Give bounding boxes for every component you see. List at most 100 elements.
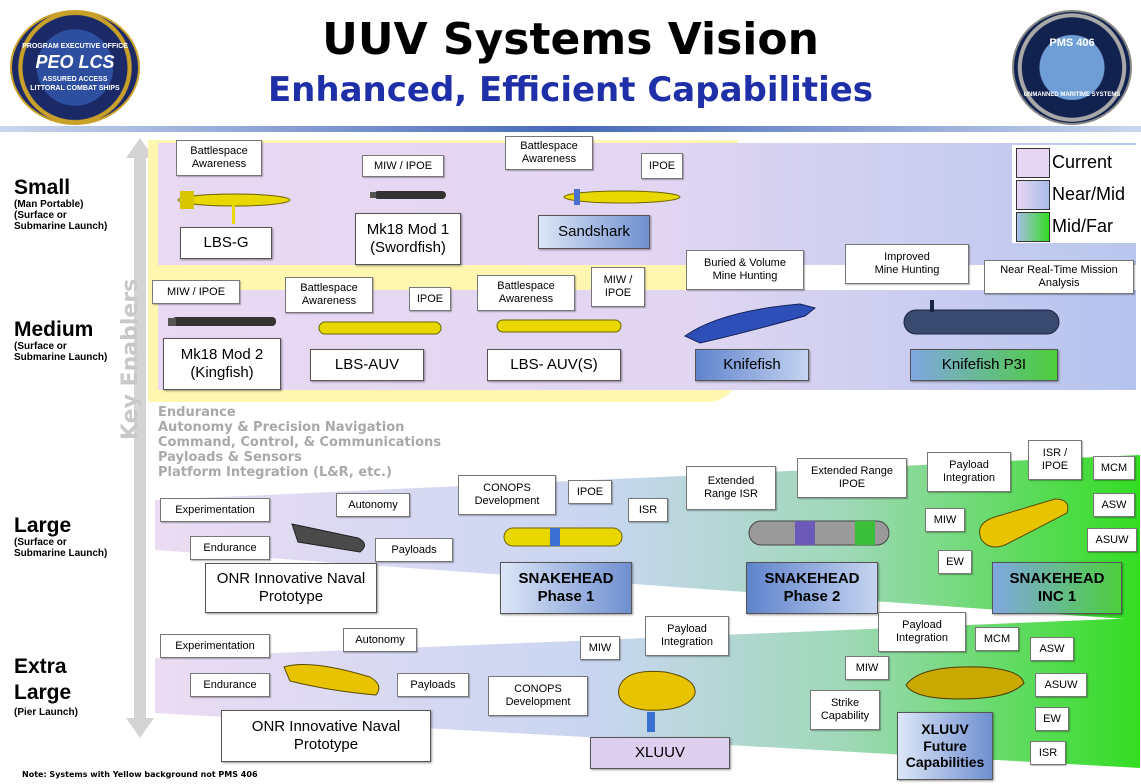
row-name: Extra Large bbox=[14, 655, 72, 705]
cap-box: Extended Range ISR bbox=[686, 466, 776, 510]
cap-box: Extended Range IPOE bbox=[797, 458, 907, 498]
cap-box: Payload Integration bbox=[645, 616, 729, 656]
logo-text: UNMANNED MARITIME SYSTEMS bbox=[1023, 92, 1121, 99]
cap-box: ISR / IPOE bbox=[1028, 440, 1082, 480]
vehicle-label-lbs-g: LBS-G bbox=[180, 227, 272, 259]
row-name: Medium bbox=[14, 318, 94, 341]
pms-406-logo: PMS 406 UNMANNED MARITIME SYSTEMS bbox=[1012, 10, 1132, 125]
enabler-item: Platform Integration (L&R, etc.) bbox=[158, 465, 392, 480]
snakehead-ph1-vehicle-icon bbox=[503, 527, 623, 547]
snakehead-inc1-vehicle-icon bbox=[979, 498, 1069, 548]
cap-box: EW bbox=[1035, 707, 1069, 731]
cap-box: Experimentation bbox=[160, 498, 270, 522]
cap-box: Endurance bbox=[190, 536, 270, 560]
snakehead-ph2-vehicle-icon bbox=[748, 520, 890, 546]
legend-label-near-mid: Near/Mid bbox=[1052, 184, 1126, 204]
vehicle-label-xluuv: XLUUV bbox=[590, 737, 730, 769]
vehicle-label-sandshark: Sandshark bbox=[538, 215, 650, 249]
xluuv-vehicle-icon bbox=[618, 670, 696, 732]
vehicle-label-snakehead-inc1: SNAKEHEAD INC 1 bbox=[992, 562, 1122, 614]
legend-label-mid-far: Mid/Far bbox=[1052, 216, 1114, 236]
cap-box: Autonomy bbox=[343, 628, 417, 652]
cap-box: MCM bbox=[975, 627, 1019, 651]
onr-inp-xl-vehicle-icon bbox=[283, 664, 380, 696]
enabler-item: Command, Control, & Communications bbox=[158, 435, 442, 450]
row-label-medium: Medium (Surface or Submarine Launch) bbox=[14, 318, 107, 363]
cap-box: Autonomy bbox=[336, 493, 410, 517]
key-enablers-list: Endurance Autonomy & Precision Navigatio… bbox=[158, 405, 441, 480]
cap-box: MIW / IPOE bbox=[362, 155, 444, 177]
row-label-small: Small (Man Portable) (Surface or Submari… bbox=[14, 176, 107, 232]
onr-inp-large-vehicle-icon bbox=[291, 523, 365, 553]
cap-box: MCM bbox=[1093, 456, 1135, 480]
vehicle-label-xluuv-future: XLUUV Future Capabilities bbox=[897, 712, 993, 780]
legend-swatch-current bbox=[1016, 148, 1050, 178]
cap-box: ASUW bbox=[1035, 673, 1087, 697]
cap-box: MIW bbox=[925, 508, 965, 532]
cap-box: Payload Integration bbox=[878, 612, 966, 652]
cap-box: ASW bbox=[1030, 637, 1074, 661]
cap-box: ASUW bbox=[1087, 528, 1137, 552]
knifefish-p3i-vehicle-icon bbox=[903, 300, 1060, 335]
cap-box: Payloads bbox=[375, 538, 453, 562]
header-divider bbox=[0, 126, 1141, 132]
cap-box: Buried & Volume Mine Hunting bbox=[686, 250, 804, 290]
lbs-auv-vehicle-icon bbox=[318, 321, 442, 335]
row-label-large: Large (Surface or Submarine Launch) bbox=[14, 514, 107, 559]
cap-box: Battlespace Awareness bbox=[285, 277, 373, 313]
knifefish-vehicle-icon bbox=[684, 303, 817, 344]
cap-box: ISR bbox=[628, 498, 668, 522]
peo-lcs-logo: PROGRAM EXECUTIVE OFFICE PEO LCS ASSURED… bbox=[10, 10, 140, 125]
vehicle-label-lbs-auv-s: LBS- AUV(S) bbox=[487, 349, 621, 381]
cap-box: Battlespace Awareness bbox=[176, 140, 262, 176]
logo-text: ASSURED ACCESS bbox=[42, 75, 108, 83]
cap-box: MIW bbox=[845, 656, 889, 680]
row-sub: (Man Portable) (Surface or Submarine Lau… bbox=[14, 199, 108, 233]
cap-box: Endurance bbox=[190, 673, 270, 697]
cap-box: Payloads bbox=[397, 673, 469, 697]
page-title: UUV Systems Vision bbox=[322, 14, 819, 65]
vehicle-label-knifefish-p3i: Knifefish P3I bbox=[910, 349, 1058, 381]
vehicle-label-mk18-mod1: Mk18 Mod 1 (Swordfish) bbox=[355, 213, 461, 265]
vehicle-label-onr-inp-xl: ONR Innovative Naval Prototype bbox=[221, 710, 431, 762]
row-label-xl: Extra Large (Pier Launch) bbox=[14, 654, 78, 718]
logo-text: LITTORAL COMBAT SHIPS bbox=[30, 84, 120, 92]
cap-box: Improved Mine Hunting bbox=[845, 244, 969, 284]
lbs-auv-s-vehicle-icon bbox=[496, 319, 622, 333]
cap-box: MIW bbox=[580, 636, 620, 660]
cap-box: Experimentation bbox=[160, 634, 270, 658]
lbs-g-vehicle-icon bbox=[177, 191, 291, 224]
logo-text: PMS 406 bbox=[1049, 36, 1095, 49]
cap-box: ISR bbox=[1030, 741, 1066, 765]
cap-box: Payload Integration bbox=[927, 452, 1011, 492]
enabler-item: Endurance bbox=[158, 405, 236, 420]
row-name: Small bbox=[14, 176, 71, 199]
cap-box: Battlespace Awareness bbox=[505, 136, 593, 170]
row-sub: (Pier Launch) bbox=[14, 706, 78, 718]
footnote: Note: Systems with Yellow background not… bbox=[22, 770, 258, 779]
row-name: Large bbox=[14, 514, 72, 537]
cap-box: Near Real-Time Mission Analysis bbox=[984, 260, 1134, 294]
cap-box: MIW / IPOE bbox=[152, 280, 240, 304]
legend-swatch-mid-far bbox=[1016, 212, 1050, 242]
vehicle-label-lbs-auv: LBS-AUV bbox=[310, 349, 424, 381]
cap-box: Strike Capability bbox=[810, 690, 880, 730]
cap-box: Battlespace Awareness bbox=[477, 275, 575, 311]
xluuv-future-vehicle-icon bbox=[905, 666, 1025, 700]
cap-box: IPOE bbox=[641, 153, 683, 179]
legend-swatch-near-mid bbox=[1016, 180, 1050, 210]
vehicle-label-snakehead-ph2: SNAKEHEAD Phase 2 bbox=[746, 562, 878, 614]
vehicle-label-knifefish: Knifefish bbox=[695, 349, 809, 381]
mk18-mod2-vehicle-icon bbox=[168, 317, 276, 326]
page-subtitle: Enhanced, Efficient Capabilities bbox=[267, 70, 874, 110]
enabler-item: Payloads & Sensors bbox=[158, 450, 302, 465]
vehicle-label-mk18-mod2: Mk18 Mod 2 (Kingfish) bbox=[163, 338, 281, 390]
vehicle-label-onr-inp-large: ONR Innovative Naval Prototype bbox=[205, 563, 377, 613]
cap-box: MIW / IPOE bbox=[591, 267, 645, 307]
cap-box: IPOE bbox=[568, 480, 612, 504]
enabler-item: Autonomy & Precision Navigation bbox=[158, 420, 405, 435]
key-enablers-label: Key Enablers bbox=[118, 278, 143, 440]
legend-label-current: Current bbox=[1052, 152, 1113, 172]
cap-box: CONOPS Development bbox=[488, 676, 588, 716]
row-sub: (Surface or Submarine Launch) bbox=[14, 341, 108, 364]
